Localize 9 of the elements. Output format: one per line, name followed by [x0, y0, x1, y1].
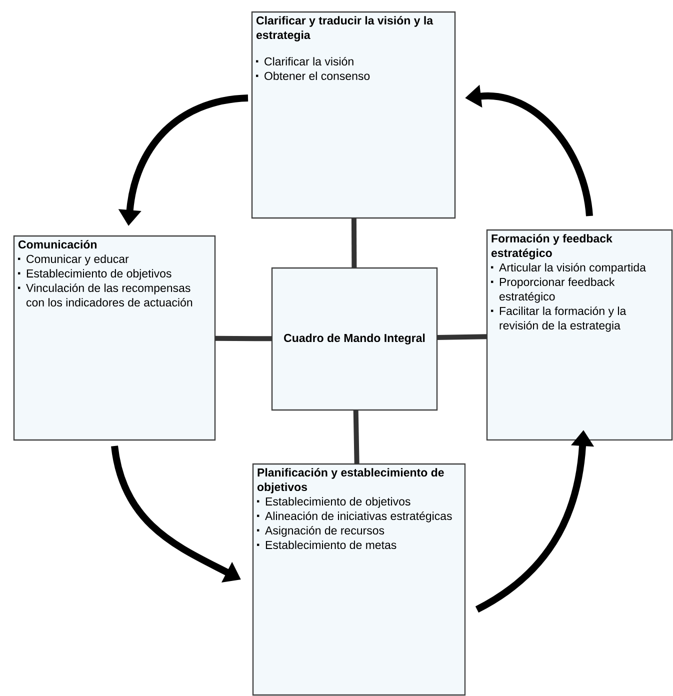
text-box: Cuadro de Mando Integral: [271, 267, 438, 411]
connector-line: [215, 336, 272, 342]
text-box: Comunicación Comunicar y educar Establecimiento de objetivos Vinculación de las recompensas con los indicadores de actuación: [13, 235, 216, 441]
text-box: Planificación y establecimiento de objetivos Establecimiento de objetivos Alineación de iniciativas estratégicas Asignación de recursos Establecimiento de metas: [252, 463, 466, 696]
text-box: Clarificar y traducir la visión y la estrategia Clarificar la visión Obtener el consenso: [251, 11, 456, 219]
connector-line: [436, 334, 488, 340]
connector-line: [351, 218, 357, 268]
connector-line: [353, 410, 360, 464]
text-box: Formación y feedback estratégico Articular la visión compartida Proporcionar feedback estratégico Facilitar la formación y la revisión de la estrategia: [486, 229, 673, 441]
